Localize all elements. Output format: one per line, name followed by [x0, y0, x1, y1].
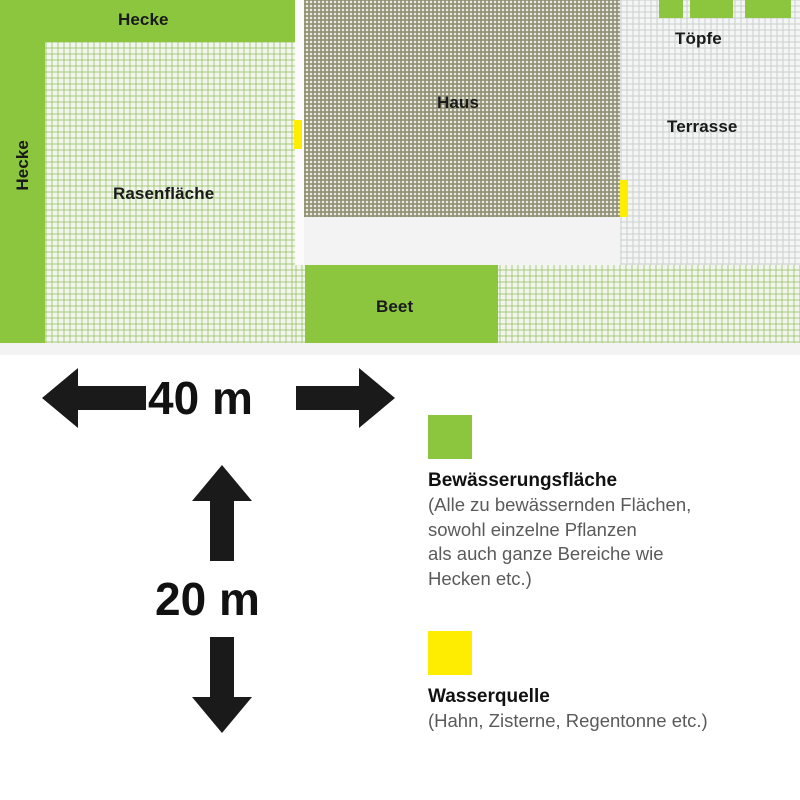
arrow-shaft-left	[76, 386, 146, 410]
label-bed: Beet	[376, 297, 414, 316]
legend-item-water-source: Wasserquelle (Hahn, Zisterne, Regentonne…	[428, 631, 800, 734]
legend-description-irrigation-area: (Alle zu bewässernden Flächen,sowohl ein…	[428, 494, 692, 589]
arrow-shaft-up	[210, 499, 234, 561]
region-pot-2	[690, 0, 733, 18]
label-hedge-top: Hecke	[118, 10, 169, 29]
legend-item-irrigation-area: Bewässerungsfläche (Alle zu bewässernden…	[428, 415, 800, 591]
arrow-down-icon	[192, 697, 252, 733]
arrow-shaft-right	[296, 386, 364, 410]
garden-plan: Hecke Hecke Rasenfläche Haus Terrasse Tö…	[0, 0, 800, 355]
label-hedge-left: Hecke	[13, 140, 32, 191]
water-source-house-west	[294, 120, 302, 149]
label-lawn: Rasenfläche	[113, 184, 215, 203]
region-lawn	[45, 42, 295, 343]
label-pots: Töpfe	[675, 29, 722, 48]
arrow-up-icon	[192, 465, 252, 501]
legend-title-water-source: Wasserquelle	[428, 686, 550, 708]
region-hedge-left	[0, 0, 45, 343]
region-pot-1	[659, 0, 683, 18]
legend: Bewässerungsfläche (Alle zu bewässernden…	[428, 415, 800, 734]
region-terrace	[620, 0, 800, 265]
region-hedge-top	[0, 0, 295, 42]
region-bed	[305, 265, 498, 343]
arrow-shaft-down	[210, 637, 234, 699]
legend-swatch-irrigation-area	[428, 415, 472, 459]
legend-description-water-source: (Hahn, Zisterne, Regentonne etc.)	[428, 710, 708, 732]
dimension-width-label: 40 m	[148, 372, 253, 424]
label-terrace: Terrasse	[667, 117, 738, 136]
dimension-height-label: 20 m	[155, 573, 260, 625]
legend-title-irrigation-area: Bewässerungsfläche	[428, 470, 618, 491]
legend-swatch-water-source	[428, 631, 472, 676]
label-house: Haus	[437, 93, 479, 112]
arrow-right-icon	[359, 368, 395, 428]
water-source-house-east	[620, 180, 628, 217]
arrow-left-icon	[42, 368, 78, 428]
region-pot-3	[745, 0, 791, 18]
region-house	[304, 0, 620, 217]
